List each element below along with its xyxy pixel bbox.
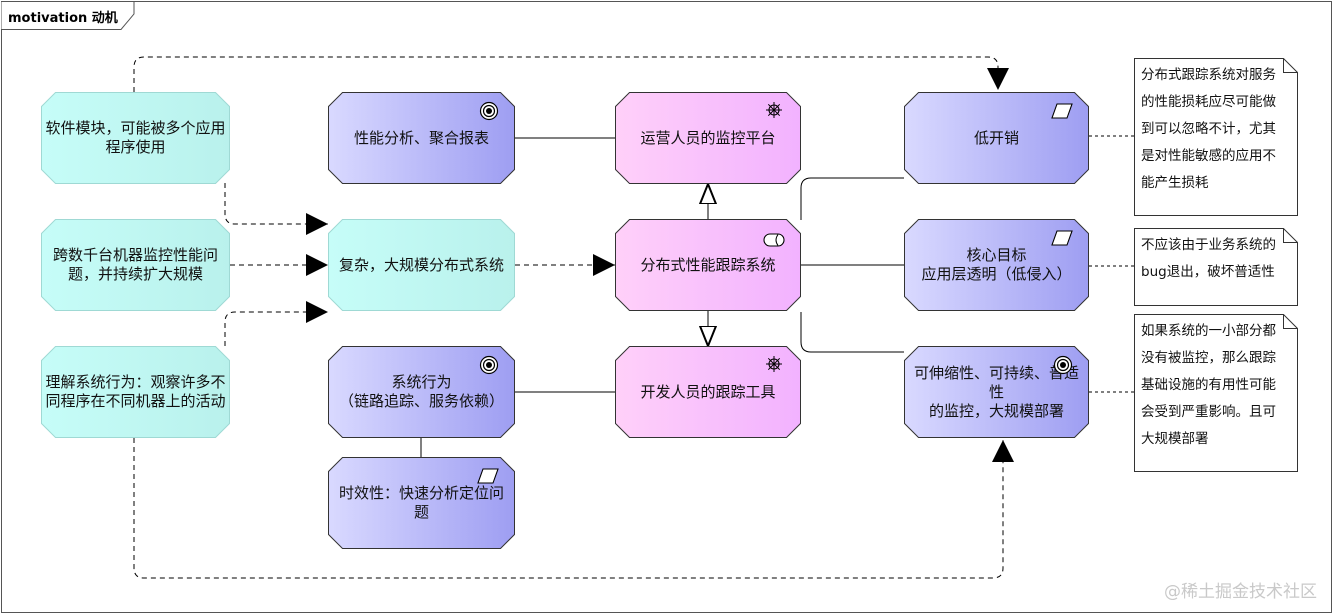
note-shape [1134,58,1298,216]
goal-icon [479,101,499,121]
node-shape [41,219,230,311]
principle-timeliness-label: 时效性：快速分析定位问题 [338,484,504,521]
watermark: @稀土掘金技术社区 [1164,582,1317,602]
stakeholder-dev-tool-label: 开发人员的跟踪工具 [640,382,776,401]
note-coverage[interactable]: 如果系统的一小部分都 没有被监控，那么跟踪 基础设施的有用性可能 会受到严重影响… [1134,314,1298,472]
influence-module-to-complex [224,183,328,235]
influence-module-to-low-overhead [133,56,1009,92]
principle-core-goal-label: 核心目标 应用层透明（低侵入） [921,246,1072,283]
principle-low-overhead[interactable]: 低开销 [904,92,1089,184]
principle-icon [1051,230,1073,246]
influence-behavior-to-scalable [133,438,1014,579]
node-shape [328,346,515,438]
note-overhead[interactable]: 分布式跟踪系统对服务 的性能损耗应尽可能做 到可以忽略不计，尤其 是对性能敏感的… [1134,58,1298,216]
frame-title: motivation 动机 [8,11,118,26]
application-service-icon [763,233,785,247]
goal-scalable-monitoring-label: 可伸缩性、可持续、普适性 的监控，大规模部署 [913,363,1079,420]
note-transparency-text: 不应该由于业务系统的 bug退出，破坏普适性 [1141,237,1276,280]
principle-timeliness[interactable]: 时效性：快速分析定位问题 [328,457,515,549]
goal-icon [479,355,499,375]
node-shape [904,92,1089,184]
goal-perf-analysis[interactable]: 性能分析、聚合报表 [328,92,515,184]
node-shape [41,346,230,438]
node-shape [904,219,1089,311]
driver-complex-system[interactable]: 复杂，大规模分布式系统 [328,219,515,311]
node-shape [328,92,515,184]
principle-core-goal[interactable]: 核心目标 应用层透明（低侵入） [904,219,1089,311]
driver-system-behavior-label: 理解系统行为：观察许多不 同程序在不同机器上的活动 [45,373,226,410]
node-shape [328,457,515,549]
tracing-system[interactable]: 分布式性能跟踪系统 [615,219,801,311]
assoc-tracing-low-overhead [800,177,904,220]
driver-monitoring-scale-label: 跨数千台机器监控性能问 题，并持续扩大规模 [52,246,218,283]
stakeholder-icon [766,102,782,118]
assoc-tracing-scalable [800,312,904,353]
goal-scalable-monitoring[interactable]: 可伸缩性、可持续、普适性 的监控，大规模部署 [904,346,1089,438]
goal-system-behavior-label: 系统行为 （链路追踪、服务依赖） [338,373,504,410]
note-coverage-text: 如果系统的一小部分都 没有被监控，那么跟踪 基础设施的有用性可能 会受到严重影响… [1141,323,1276,447]
influence-behavior-to-complex [224,301,328,346]
driver-complex-system-label: 复杂，大规模分布式系统 [338,255,504,274]
principle-low-overhead-label: 低开销 [973,128,1019,147]
stakeholder-dev-tool[interactable]: 开发人员的跟踪工具 [615,346,801,438]
note-shape [1134,314,1298,472]
node-shape [615,92,801,184]
stakeholder-ops-platform-label: 运营人员的监控平台 [640,128,776,147]
goal-icon [1053,355,1073,375]
driver-software-module-label: 软件模块，可能被多个应用 程序使用 [45,119,226,156]
principle-icon [1051,103,1073,119]
driver-software-module[interactable]: 软件模块，可能被多个应用 程序使用 [41,92,230,184]
node-shape [615,219,801,311]
stakeholder-ops-platform[interactable]: 运营人员的监控平台 [615,92,801,184]
note-shape [1134,228,1298,306]
tracing-system-label: 分布式性能跟踪系统 [640,255,776,274]
goal-system-behavior[interactable]: 系统行为 （链路追踪、服务依赖） [328,346,515,438]
note-transparency[interactable]: 不应该由于业务系统的 bug退出，破坏普适性 [1134,228,1298,306]
principle-icon [477,468,499,484]
node-shape [328,219,515,311]
note-overhead-text: 分布式跟踪系统对服务 的性能损耗应尽可能做 到可以忽略不计，尤其 是对性能敏感的… [1141,67,1276,191]
node-shape [41,92,230,184]
goal-perf-analysis-label: 性能分析、聚合报表 [353,128,489,147]
driver-monitoring-scale[interactable]: 跨数千台机器监控性能问 题，并持续扩大规模 [41,219,230,311]
node-shape [904,346,1089,438]
driver-system-behavior[interactable]: 理解系统行为：观察许多不 同程序在不同机器上的活动 [41,346,230,438]
stakeholder-icon [766,356,782,372]
node-shape [615,346,801,438]
